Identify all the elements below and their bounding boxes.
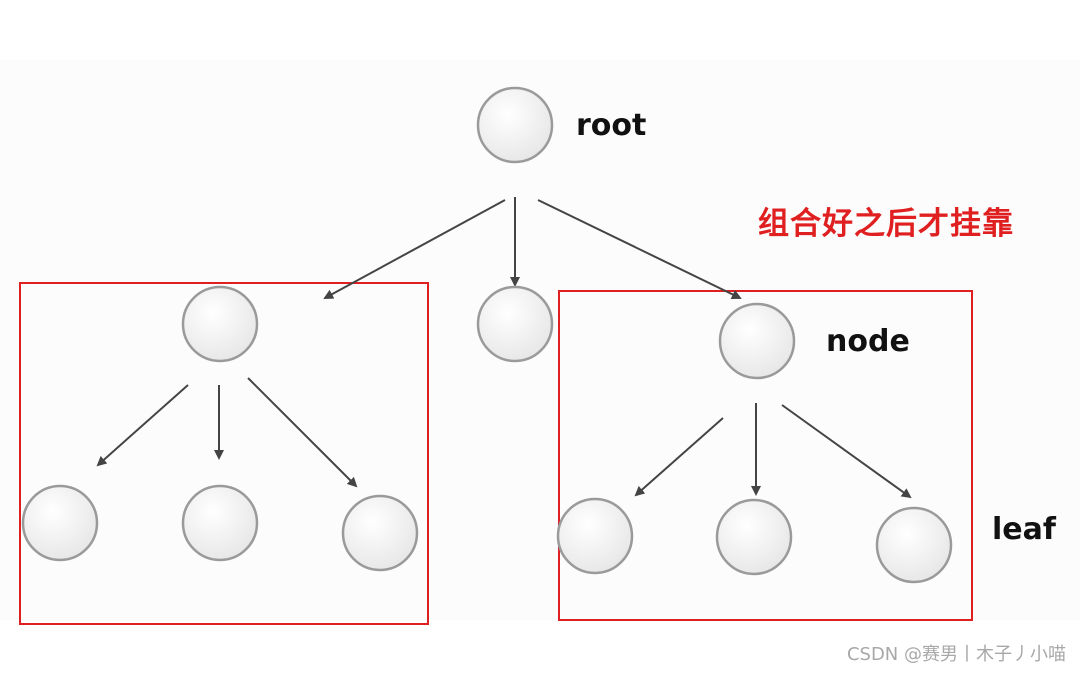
edge-child-left-to-leaf-left-1 (96, 384, 189, 467)
tree-node-leaf-left-1 (21, 484, 99, 562)
tree-node-leaf-right-1 (556, 497, 634, 575)
edge-child-left-to-leaf-left-3 (247, 377, 358, 488)
root-label: root (576, 108, 647, 143)
annotation-text: 组合好之后才挂靠 (758, 206, 1014, 242)
leaf-label: leaf (992, 512, 1056, 547)
tree-node-leaf-left-2 (181, 484, 259, 562)
tree-node-leaf-right-2 (715, 498, 793, 576)
tree-node-leaf-left-3 (341, 494, 419, 572)
edge-root-to-child-left (323, 199, 506, 299)
edge-root-to-child-right (537, 199, 742, 300)
tree-node-leaf-right-3 (875, 506, 953, 584)
edge-child-right-to-leaf-right-3 (781, 404, 912, 499)
tree-node-root (476, 86, 554, 164)
tree-node-child-left (181, 285, 259, 363)
group-box-left-subtree (19, 282, 429, 625)
edge-child-right-to-leaf-right-1 (634, 417, 724, 497)
watermark-text: CSDN @赛男丨木子丿小喵 (846, 644, 1066, 665)
tree-node-child-middle (476, 285, 554, 363)
node-label: node (826, 324, 910, 359)
tree-node-child-right (718, 302, 796, 380)
group-box-right-subtree (558, 290, 973, 621)
